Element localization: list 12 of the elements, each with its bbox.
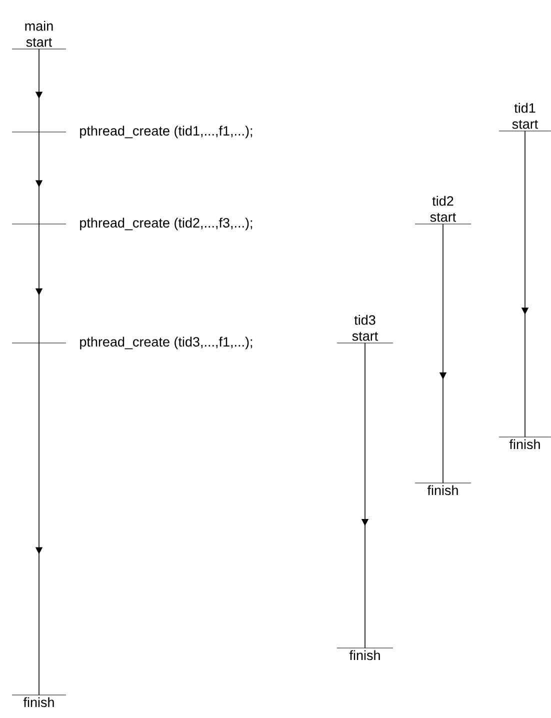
thread-start-label: tid2 start: [414, 196, 472, 224]
function-call-label: pthread_create (tid2,...,f3,...);: [80, 218, 252, 230]
function-call-label: pthread_create (tid3,...,f1,...);: [80, 336, 252, 350]
function-call-label: pthread_create (tid1,...,f1,...);: [80, 126, 252, 138]
thread-finish-label: finish: [498, 436, 551, 450]
tick-mark: [12, 342, 66, 344]
thread-finish-label: finish: [414, 482, 472, 496]
thread-finish-label: finish: [12, 694, 66, 708]
thread-start-label: tid1 start: [498, 102, 551, 132]
thread-start-label: main start: [12, 20, 66, 50]
thread-finish-label: finish: [336, 648, 394, 660]
thread-start-label: tid3 start: [336, 314, 394, 344]
